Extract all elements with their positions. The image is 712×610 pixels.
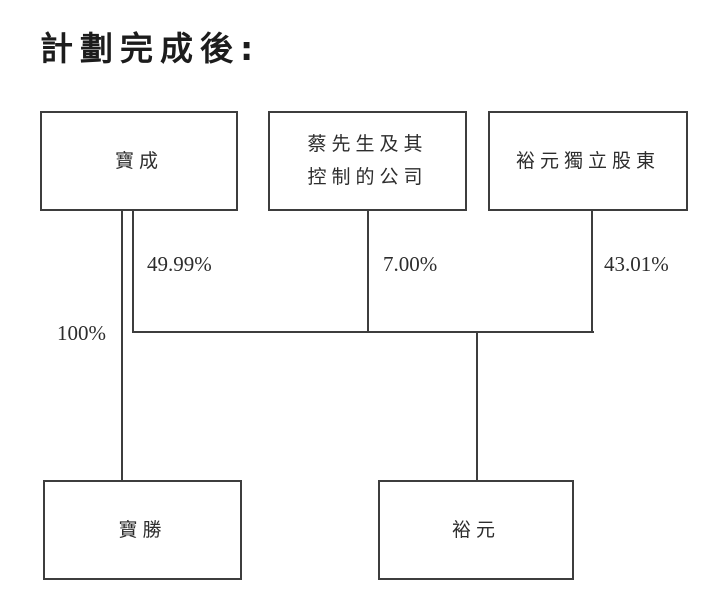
node-yue-yuen: 裕元 — [378, 480, 574, 580]
node-pou-sheng: 寶勝 — [43, 480, 242, 580]
node-tsai-companies: 蔡先生及其 控制的公司 — [268, 111, 467, 211]
node-tsai-companies-label: 蔡先生及其 控制的公司 — [307, 134, 428, 188]
edge-pou-chen-to-bus-line — [132, 211, 134, 333]
diagram-title: 計劃完成後: — [40, 29, 261, 68]
edge-tsai-to-bus-line — [367, 211, 369, 333]
node-yue-yuen-independent-shareholders-label: 裕元獨立股東 — [515, 150, 660, 172]
ownership-label-100: 100% — [57, 321, 106, 345]
node-pou-sheng-label: 寶勝 — [118, 519, 167, 541]
edge-pou-chen-to-pou-sheng-line — [121, 211, 123, 480]
node-yue-yuen-independent-shareholders: 裕元獨立股東 — [488, 111, 688, 211]
ownership-label-43-01: 43.01% — [604, 252, 669, 276]
node-yue-yuen-label: 裕元 — [451, 519, 500, 541]
node-pou-chen-label: 寶成 — [114, 150, 163, 172]
edge-independent-to-bus-line — [591, 211, 593, 333]
edge-bus-to-yue-yuen-line — [476, 333, 478, 480]
ownership-label-49-99: 49.99% — [147, 252, 212, 276]
node-pou-chen: 寶成 — [40, 111, 238, 211]
ownership-label-7-00: 7.00% — [383, 252, 438, 276]
edge-horizontal-bus-line — [132, 331, 594, 333]
